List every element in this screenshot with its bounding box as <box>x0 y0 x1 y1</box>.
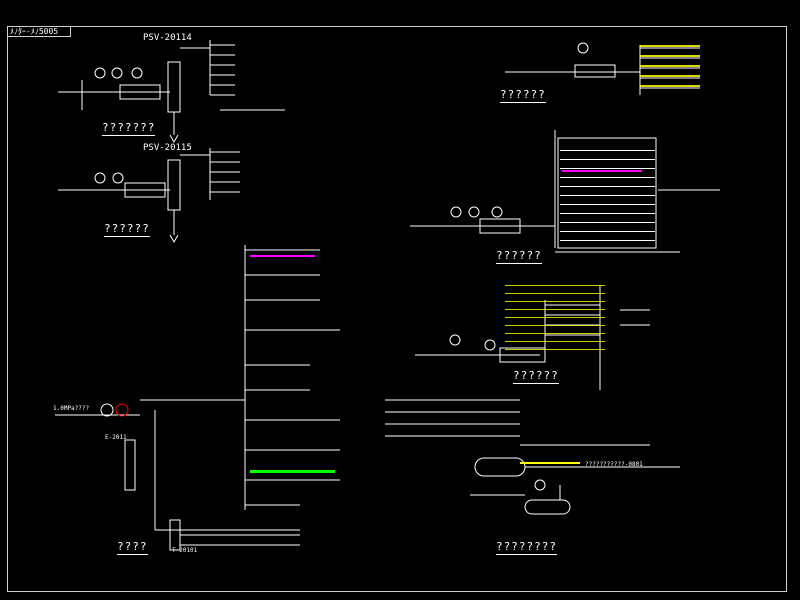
instrument-icon <box>111 67 123 79</box>
vessel-icon <box>167 159 181 211</box>
line-label-group-white <box>560 150 655 245</box>
vessel-icon <box>167 61 181 113</box>
psv-tag-1: PSV-20114 <box>143 33 192 43</box>
spec-label: ???????????-0801 <box>585 461 643 468</box>
inlet-label: 1.0MPa???? <box>53 405 90 412</box>
instrument-icon <box>131 67 143 79</box>
caption-top-left-2: ?????? <box>104 222 150 237</box>
drawing-border <box>7 26 787 592</box>
caption-bottom-left: ???? <box>117 540 148 555</box>
caption-middle-right: ?????? <box>496 249 542 264</box>
yellow-highlight <box>520 462 580 464</box>
tank-tag: E-2011 <box>105 434 127 441</box>
magenta-highlight <box>250 255 315 257</box>
magenta-highlight <box>562 170 642 172</box>
caption-middle-lower-right: ?????? <box>513 369 559 384</box>
caption-bottom-right: ???????? <box>496 540 557 555</box>
psv-tag-2: PSV-20115 <box>143 143 192 153</box>
instrument-icon <box>94 67 106 79</box>
green-highlight <box>250 470 335 473</box>
pump-tag: T-20101 <box>172 547 198 554</box>
line-label-group-yellow <box>640 45 700 95</box>
horizontal-tank-icon <box>524 499 571 515</box>
title-block: ﾒﾉﾀｰ-ﾒﾉ5005 <box>7 26 71 37</box>
caption-top-left-1: ??????? <box>102 121 156 136</box>
horizontal-tank-icon <box>474 457 526 477</box>
caption-top-right-1: ?????? <box>500 88 546 103</box>
line-label-group-yellow-2 <box>505 285 605 355</box>
